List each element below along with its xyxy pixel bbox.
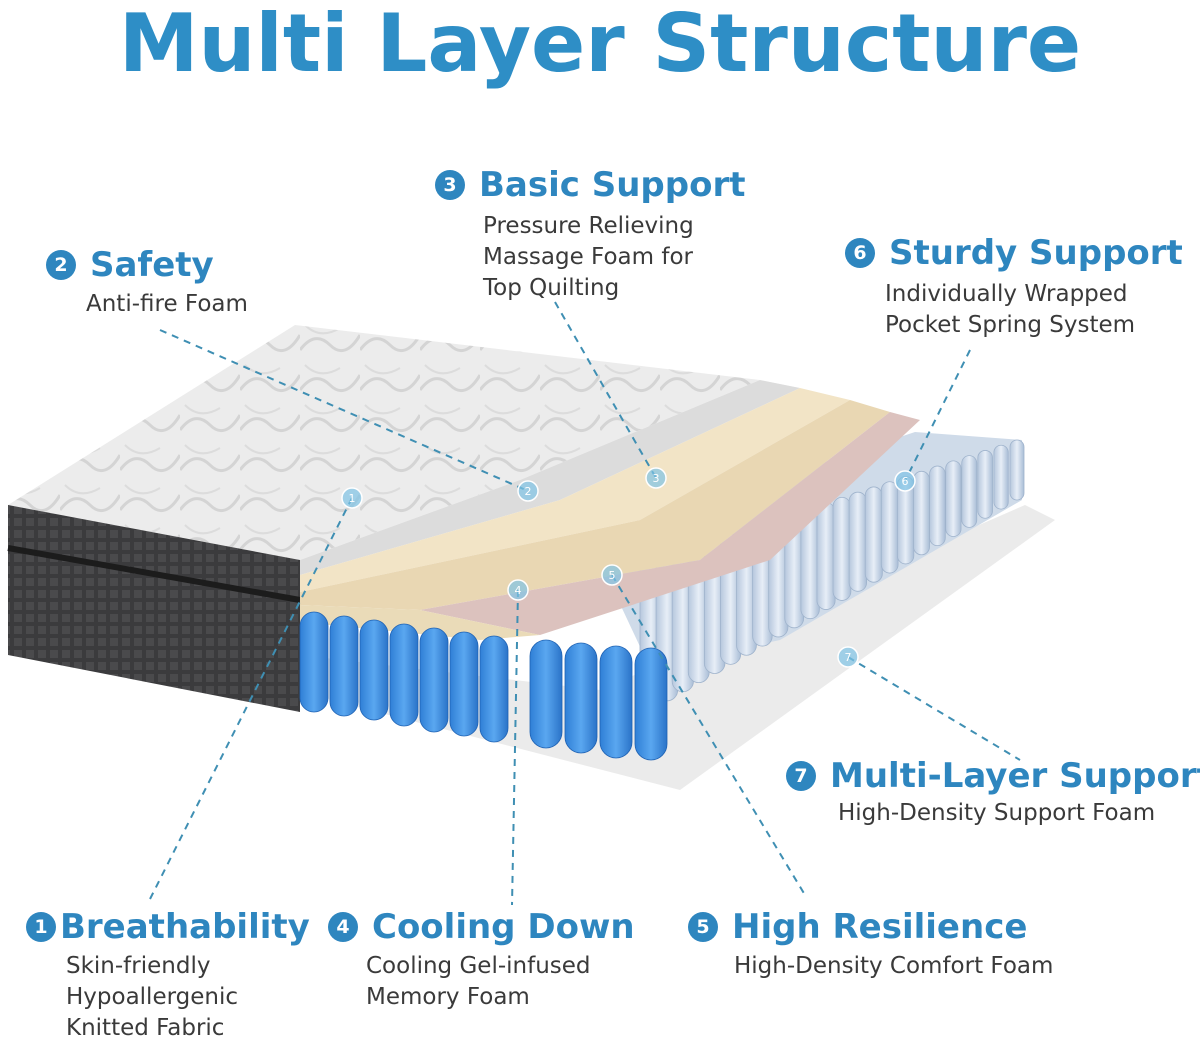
page-title: Multi Layer Structure [118,0,1082,90]
spring-coil [389,623,419,727]
leader-lines [147,301,1021,906]
spring-coil [359,619,389,721]
callout-title: High Resilience [732,907,1028,947]
callout-heading: 1 Breathability [26,907,310,947]
callout-heading: 2 Safety [46,245,248,285]
quilted-top-panel [8,325,760,560]
marker-2: 2 [517,480,539,502]
callout-safety: 2 Safety Anti-fire Foam [46,245,248,320]
svg-text:7: 7 [845,651,852,664]
callout-cooling-down: 4 Cooling Down Cooling Gel-infused Memor… [328,907,635,1013]
marker-4: 4 [507,579,529,601]
callout-description: Cooling Gel-infused Memory Foam [366,953,591,1010]
number-badge: 7 [786,761,816,791]
callout-heading: 7 Multi-Layer Support [786,756,1200,796]
marker-3: 3 [645,467,667,489]
svg-text:5: 5 [609,569,616,582]
spring-coil [449,631,479,737]
svg-text:2: 2 [525,485,532,498]
callout-title: Multi-Layer Support [830,756,1200,796]
number-badge: 2 [46,250,76,280]
marker-5: 5 [601,564,623,586]
number-badge: 3 [435,170,465,200]
callout-sturdy-support: 6 Sturdy Support Individually Wrapped Po… [845,233,1183,341]
spring-coil [419,627,449,733]
callout-title: Breathability [60,907,310,947]
spring-coil [599,645,633,759]
massage-foam-layer [300,388,850,592]
spring-coil [479,635,509,743]
spring-coil [634,647,668,761]
number-badge: 4 [328,912,358,942]
knitted-side-panel [8,505,300,712]
spring-coil [329,615,359,717]
callout-title: Safety [90,245,214,285]
number-badge: 6 [845,238,875,268]
number-badge: 5 [688,912,718,942]
spring-coil [977,450,993,519]
callout-description: Individually Wrapped Pocket Spring Syste… [885,281,1136,338]
spring-coil [993,444,1009,510]
spring-coils-blue [299,611,668,761]
spring-coil [564,642,598,754]
number-badge: 1 [26,912,56,942]
marker-1: 1 [341,487,363,509]
spring-coil [945,460,962,537]
callout-heading: 6 Sturdy Support [845,233,1183,273]
spring-coil [1009,439,1025,501]
callout-description: Anti-fire Foam [86,291,248,317]
callout-title: Basic Support [479,165,746,205]
anti-fire-layer [300,380,800,575]
callout-breathability: 1 Breathability Skin-friendly Hypoallerg… [26,907,310,1044]
callout-multi-layer-support: 7 Multi-Layer Support High-Density Suppo… [786,756,1200,829]
gel-foam-layer [300,400,890,610]
spring-coil [299,611,329,713]
svg-text:3: 3 [653,472,660,485]
callout-heading: 5 High Resilience [688,907,1053,947]
callout-heading: 4 Cooling Down [328,907,635,947]
callout-heading: 3 Basic Support [435,165,746,205]
comfort-foam-layer [420,412,920,635]
callout-title: Cooling Down [372,907,635,947]
callout-description: High-Density Comfort Foam [734,953,1054,979]
callout-high-resilience: 5 High Resilience High-Density Comfort F… [688,907,1053,982]
callout-description: Skin-friendly Hypoallergenic Knitted Fab… [66,953,239,1041]
marker-7: 7 [837,646,859,668]
callout-basic-support: 3 Basic Support Pressure Relieving Massa… [435,165,746,304]
callout-description: High-Density Support Foam [838,800,1156,826]
callout-description: Pressure Relieving Massage Foam for Top … [483,213,694,301]
marker-6: 6 [894,470,916,492]
callout-title: Sturdy Support [889,233,1183,273]
spring-coil [961,455,978,528]
svg-text:6: 6 [902,475,909,488]
svg-text:1: 1 [349,492,356,505]
support-foam-layer [300,605,540,640]
svg-text:4: 4 [515,584,522,597]
spring-coil [529,639,563,749]
